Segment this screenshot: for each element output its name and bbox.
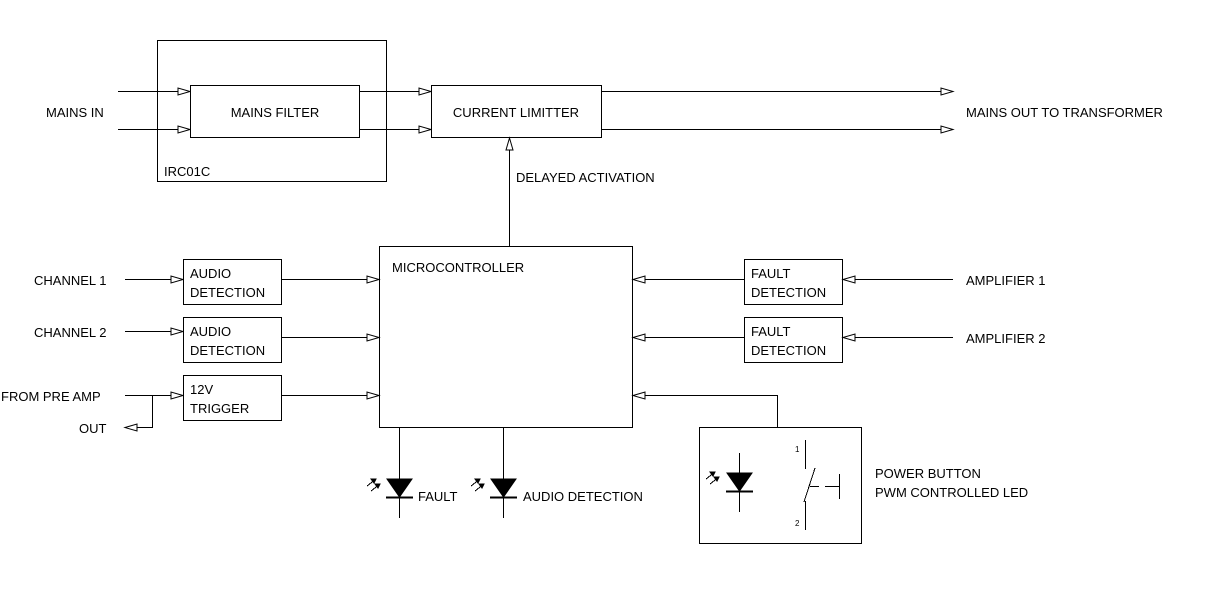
arrow-icon xyxy=(632,391,646,400)
switch-pin-2-label: 2 xyxy=(795,519,800,528)
arrow-icon xyxy=(170,327,184,336)
pwm-led-label: PWM CONTROLLED LED xyxy=(875,485,1028,500)
arrow-icon xyxy=(170,275,184,284)
arrow-icon xyxy=(366,391,380,400)
current-limitter-label: CURRENT LIMITTER xyxy=(453,105,579,120)
audio-detection-2-line1: AUDIO xyxy=(190,324,231,339)
arrow-icon xyxy=(940,125,954,134)
arrow-icon xyxy=(418,87,432,96)
arrow-icon xyxy=(505,137,514,151)
power-button-label: POWER BUTTON xyxy=(875,466,981,481)
fault-led-icon xyxy=(366,428,413,518)
mains-in-label: MAINS IN xyxy=(46,105,104,120)
mains-filter-label: MAINS FILTER xyxy=(231,105,320,120)
switch-pin-1-label: 1 xyxy=(795,445,800,454)
fault-detection-2-line1: FAULT xyxy=(751,324,791,339)
fault-led-label: FAULT xyxy=(418,489,458,504)
mains-filter-block xyxy=(190,85,360,138)
arrow-icon xyxy=(842,275,856,284)
arrow-icon xyxy=(366,333,380,342)
power-led-icon xyxy=(705,453,753,512)
arrow-icon xyxy=(366,275,380,284)
audio-detection-1-line2: DETECTION xyxy=(190,285,265,300)
irc01c-label: IRC01C xyxy=(164,164,210,179)
audio-detection-2-block xyxy=(183,317,282,363)
audio-detection-1-block xyxy=(183,259,282,305)
amplifier-1-label: AMPLIFIER 1 xyxy=(966,273,1045,288)
amplifier-2-label: AMPLIFIER 2 xyxy=(966,331,1045,346)
channel-1-label: CHANNEL 1 xyxy=(34,273,106,288)
current-limitter-block xyxy=(431,85,602,138)
fault-detection-2-line2: DETECTION xyxy=(751,343,826,358)
audio-detection-1-line1: AUDIO xyxy=(190,266,231,281)
mains-out-label: MAINS OUT TO TRANSFORMER xyxy=(966,105,1163,120)
arrow-icon xyxy=(940,87,954,96)
arrow-icon xyxy=(418,125,432,134)
microcontroller-block xyxy=(379,246,633,428)
fault-detection-1-line2: DETECTION xyxy=(751,285,826,300)
push-switch-icon xyxy=(803,440,840,530)
power-button-module xyxy=(699,427,862,544)
trigger-block xyxy=(183,375,282,421)
fault-detection-2-block xyxy=(744,317,843,363)
arrow-icon xyxy=(632,275,646,284)
power-button-to-mcu-line xyxy=(645,395,778,427)
audio-detection-led-label: AUDIO DETECTION xyxy=(523,489,643,504)
arrow-icon xyxy=(842,333,856,342)
from-pre-amp-label: FROM PRE AMP xyxy=(1,389,101,404)
fault-detection-1-block xyxy=(744,259,843,305)
microcontroller-label: MICROCONTROLLER xyxy=(392,260,524,275)
channel-2-label: CHANNEL 2 xyxy=(34,325,106,340)
fault-detection-1-line1: FAULT xyxy=(751,266,791,281)
audio-detection-2-line2: DETECTION xyxy=(190,343,265,358)
trigger-line2: TRIGGER xyxy=(190,401,249,416)
out-label: OUT xyxy=(79,421,107,436)
arrow-icon xyxy=(124,423,138,432)
delayed-activation-label: DELAYED ACTIVATION xyxy=(516,170,655,185)
trigger-line1: 12V xyxy=(190,382,213,397)
audio-detection-led-icon xyxy=(470,428,517,518)
arrow-icon xyxy=(632,333,646,342)
arrow-icon xyxy=(170,391,184,400)
